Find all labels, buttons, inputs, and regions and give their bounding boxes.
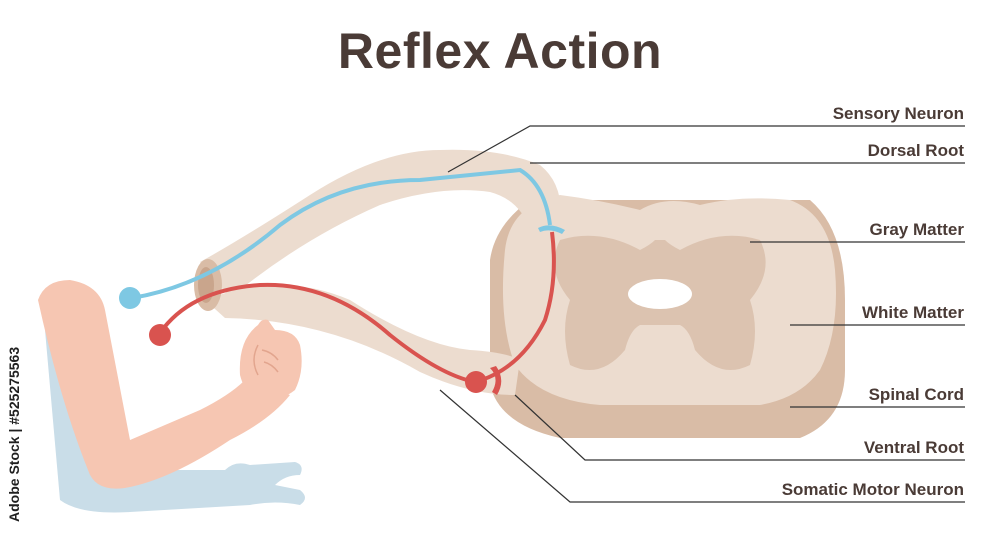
sensory-synapse <box>538 225 565 234</box>
spinal-cord <box>490 195 845 438</box>
leader-lines <box>439 125 965 503</box>
central-canal <box>628 279 692 309</box>
page-title: Reflex Action <box>337 23 663 79</box>
hand-fist <box>239 319 302 401</box>
sensory-receptor <box>119 287 141 309</box>
label-ventral-root: Ventral Root <box>863 438 964 457</box>
dorsal-root <box>200 149 561 298</box>
label-white-matter: White Matter <box>862 303 964 322</box>
label-sensory-neuron: Sensory Neuron <box>832 104 964 123</box>
leader-ventral-root <box>514 394 965 461</box>
somatic-motor-neuron <box>149 231 556 395</box>
label-somatic-motor-neuron: Somatic Motor Neuron <box>781 480 964 499</box>
watermark-text: Adobe Stock | #525275563 <box>6 346 22 522</box>
sensory-neuron <box>119 167 565 309</box>
motor-end <box>149 324 171 346</box>
leader-sensory-neuron <box>447 125 965 173</box>
motor-cell-body <box>465 371 487 393</box>
stock-watermark: Adobe Stock | #525275563 <box>6 322 32 522</box>
leader-somatic-motor-neuron <box>439 389 965 503</box>
upper-arm <box>38 280 290 489</box>
arm <box>38 280 305 513</box>
label-dorsal-root: Dorsal Root <box>867 141 964 160</box>
label-gray-matter: Gray Matter <box>869 220 964 239</box>
motor-synapse <box>490 366 502 395</box>
label-spinal-cord: Spinal Cord <box>868 385 964 404</box>
